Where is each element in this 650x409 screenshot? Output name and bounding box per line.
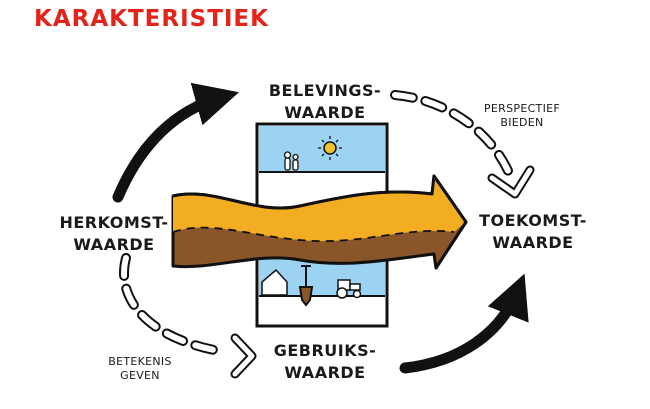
- people-icon: [283, 151, 299, 171]
- note-line: GEVEN: [120, 369, 160, 382]
- top-scene-panel: [255, 122, 389, 216]
- note-betekenis-geven: BETEKENIS GEVEN: [100, 355, 180, 383]
- page-title: KARAKTERISTIEK: [34, 6, 269, 32]
- node-line: BELEVINGS-: [268, 81, 382, 100]
- node-line: GEBRUIKS-: [273, 341, 377, 360]
- solid-arrow-herkomst-to-beleving: [112, 82, 239, 203]
- node-line: WAARDE: [284, 103, 366, 122]
- note-line: BETEKENIS: [108, 355, 172, 368]
- shovel-icon: [298, 265, 314, 307]
- dashed-arrow-beleving-to-toekomst: [390, 90, 535, 199]
- node-herkomstwaarde: HERKOMST- WAARDE: [50, 212, 178, 256]
- note-perspectief-bieden: PERSPECTIEF BIEDEN: [472, 102, 572, 130]
- note-line: PERSPECTIEF: [483, 102, 560, 115]
- node-line: TOEKOMST-: [479, 211, 587, 230]
- node-line: HERKOMST-: [59, 213, 169, 232]
- solid-arrow-gebruik-to-toekomst: [399, 273, 529, 374]
- time-arrow: [171, 174, 468, 270]
- node-line: WAARDE: [73, 235, 155, 254]
- sun-icon: [318, 136, 342, 160]
- node-belevingswaarde: BELEVINGS- WAARDE: [250, 80, 400, 124]
- node-line: WAARDE: [284, 363, 366, 382]
- tractor-icon: [336, 279, 362, 299]
- node-line: WAARDE: [492, 233, 574, 252]
- node-gebruikswaarde: GEBRUIKS- WAARDE: [255, 340, 395, 384]
- note-line: BIEDEN: [500, 116, 544, 129]
- node-toekomstwaarde: TOEKOMST- WAARDE: [468, 210, 598, 254]
- house-icon: [261, 268, 288, 296]
- dashed-arrow-herkomst-to-gebruik: [119, 253, 257, 379]
